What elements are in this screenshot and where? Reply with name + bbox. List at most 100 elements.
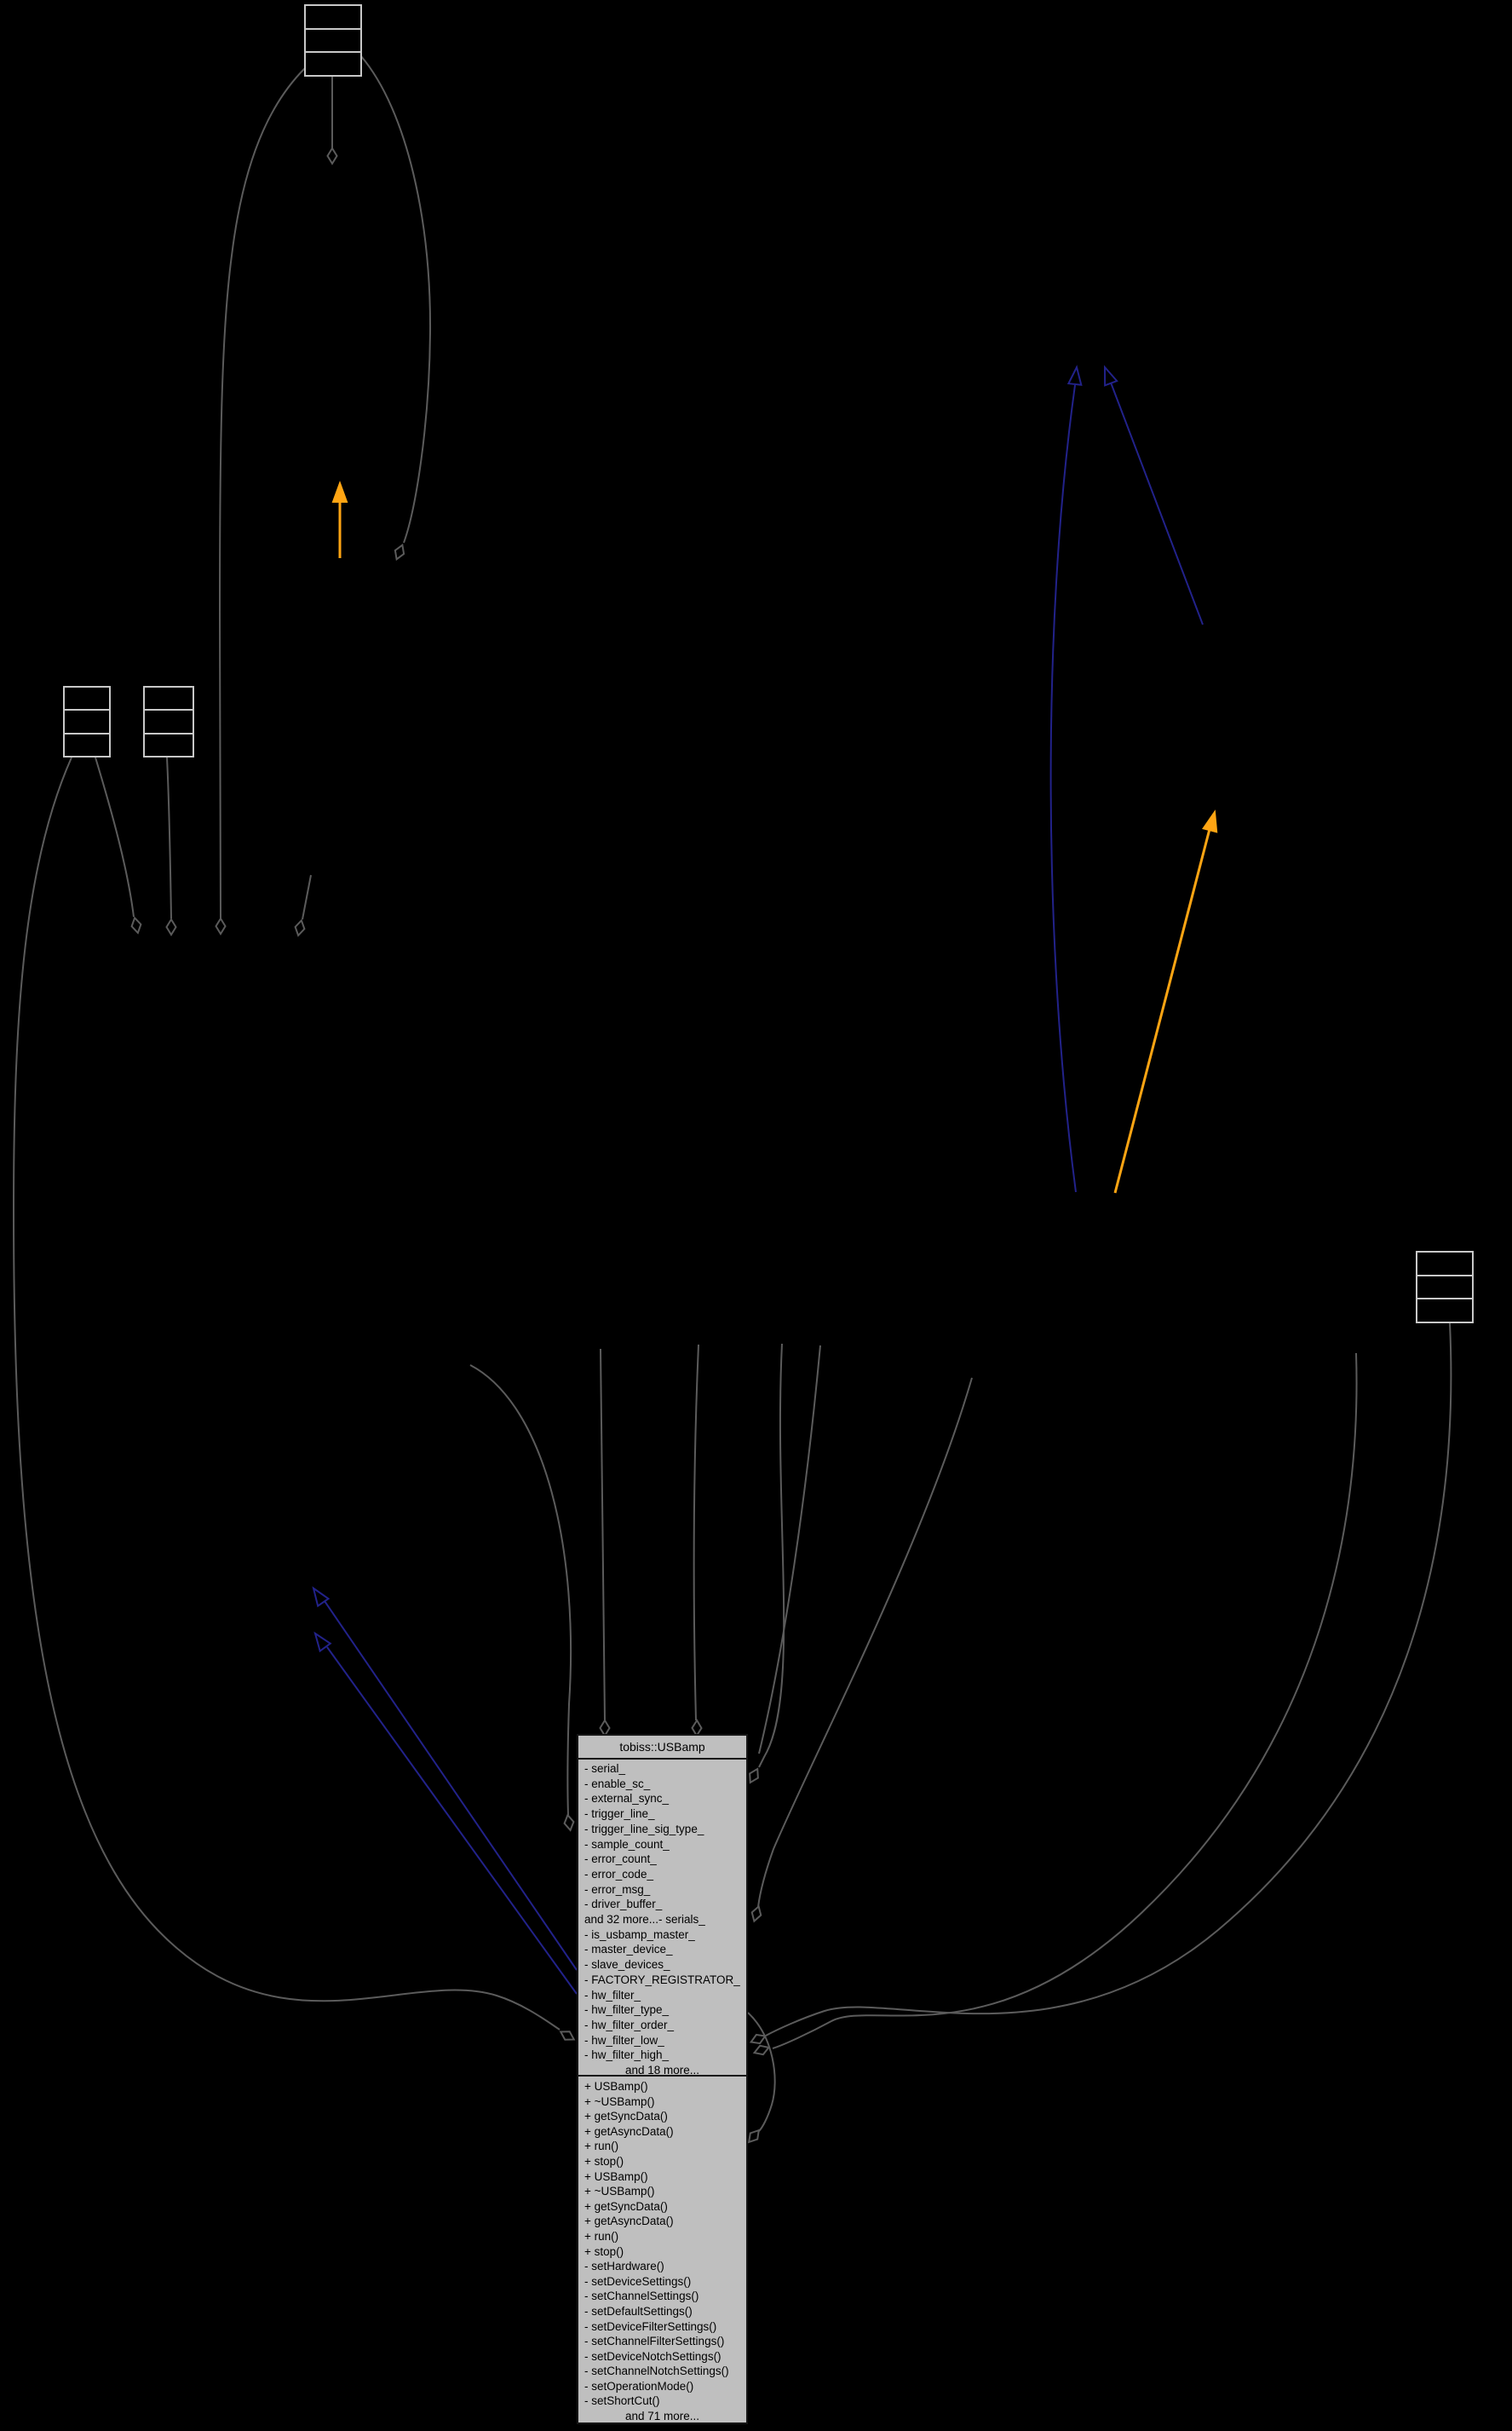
class-member-row: + stop() (584, 2154, 624, 2168)
aggregation-edge (302, 874, 312, 920)
class-member-row: - FACTORY_REGISTRATOR_ (584, 1973, 740, 1986)
class-member-row: + ~USBamp() (584, 2185, 655, 2198)
aggregation-edge (218, 67, 306, 919)
aggregation-edge (600, 1348, 606, 1721)
inheritance-arrowhead-icon (1066, 365, 1083, 386)
aggregation-edge (693, 1344, 699, 1721)
class-member-row: + USBamp() (584, 2080, 648, 2093)
inheritance-arrowhead-icon (1103, 365, 1118, 387)
aggregation-edge (166, 757, 172, 919)
class-member-row: + stop() (584, 2244, 624, 2258)
class-member-row: - setDeviceSettings() (584, 2274, 692, 2288)
class-member-row: + getSyncData() (584, 2199, 668, 2213)
class-compartment (306, 6, 360, 28)
class-compartment (1417, 1253, 1472, 1275)
class-compartment (145, 732, 193, 756)
class-member-row: and 32 more...- serials_ (584, 1913, 705, 1927)
class-member-row: - error_count_ (584, 1852, 657, 1866)
aggregation-edge (758, 1345, 821, 1754)
class-member-row: - enable_sc_ (584, 1777, 651, 1790)
aggregation-diamond-icon (749, 2033, 767, 2045)
class-member-row: - trigger_line_ (584, 1807, 655, 1821)
class-member-row: - sample_count_ (584, 1837, 670, 1851)
inheritance-edge (324, 1600, 578, 1971)
class-member-row: + run() (584, 2229, 619, 2243)
aggregation-diamond-icon (563, 1813, 575, 1832)
aggregation-diamond-icon (752, 2044, 771, 2056)
related-class-node-right[interactable] (1416, 1251, 1474, 1323)
class-member-row: - slave_devices_ (584, 1958, 670, 1972)
aggregation-diamond-icon (130, 916, 142, 935)
related-class-node-top[interactable] (304, 4, 362, 77)
class-member-row: - serial_ (584, 1762, 626, 1775)
aggregation-diamond-icon (749, 1767, 759, 1784)
aggregation-edge (772, 1352, 1358, 2049)
inheritance-edge (326, 1646, 578, 1995)
class-member-row: - hw_filter_order_ (584, 2018, 675, 2031)
class-member-row: + ~USBamp() (584, 2094, 655, 2108)
aggregation-diamond-icon (294, 919, 306, 937)
class-member-row: - error_code_ (584, 1867, 654, 1881)
class-member-row: - hw_filter_low_ (584, 2033, 664, 2047)
class-compartment (1417, 1298, 1472, 1322)
related-class-node-left-2[interactable] (143, 686, 194, 758)
aggregation-diamond-icon (750, 1904, 762, 1923)
class-compartment (65, 732, 109, 756)
class-member-row: - master_device_ (584, 1943, 673, 1956)
aggregation-diamond-icon (691, 1719, 703, 1737)
template-relation-arrowhead-icon (1202, 809, 1218, 833)
inheritance-edge (1049, 384, 1077, 1193)
class-member-row: - hw_filter_type_ (584, 2003, 670, 2017)
class-member-row: + run() (584, 2140, 619, 2153)
class-compartment (145, 709, 193, 732)
class-compartment (65, 688, 109, 709)
class-member-row: - setOperationMode() (584, 2379, 694, 2393)
class-member-row: - setHardware() (584, 2260, 664, 2273)
class-methods-compartment: + USBamp()+ ~USBamp()+ getSyncData()+ ge… (578, 2077, 746, 2424)
class-member-row: - hw_filter_high_ (584, 2048, 670, 2062)
class-member-row: + getAsyncData() (584, 2124, 674, 2138)
class-title: tobiss::USBamp (578, 1736, 746, 1760)
class-member-row: - setChannelSettings() (584, 2290, 699, 2303)
template-relation-arrowhead-icon (331, 481, 348, 503)
class-attributes-compartment: - serial_- enable_sc_- external_sync_- t… (578, 1760, 746, 2077)
class-compartment (145, 688, 193, 709)
aggregation-edge (360, 55, 432, 544)
aggregation-edge (469, 1364, 572, 1816)
aggregation-diamond-icon (394, 543, 405, 562)
aggregation-edge (747, 2012, 776, 2132)
class-compartment (306, 51, 360, 75)
related-class-node-left-1[interactable] (63, 686, 111, 758)
class-member-row: - setChannelFilterSettings() (584, 2335, 725, 2348)
class-member-row: - setChannelNotchSettings() (584, 2365, 729, 2378)
aggregation-diamond-icon (165, 918, 177, 936)
aggregation-edge (758, 1343, 785, 1768)
aggregation-diamond-icon (215, 917, 227, 936)
aggregation-diamond-icon (326, 147, 338, 165)
class-member-row: - setDefaultSettings() (584, 2304, 693, 2318)
class-member-row: + USBamp() (584, 2169, 648, 2183)
methods-more-label: and 71 more... (624, 2410, 700, 2423)
class-compartment (306, 27, 360, 52)
attributes-more-label: and 18 more... (624, 2064, 700, 2077)
class-node-tobiss-usbamp[interactable]: tobiss::USBamp - serial_- enable_sc_- ex… (577, 1734, 748, 2424)
class-member-row: - setShortCut() (584, 2394, 660, 2408)
aggregation-edge (765, 1322, 1452, 2036)
class-member-row: - setDeviceFilterSettings() (584, 2319, 717, 2333)
aggregation-edge (12, 757, 561, 2031)
class-member-row: - setDeviceNotchSettings() (584, 2349, 722, 2363)
class-member-row: - hw_filter_ (584, 1988, 641, 2002)
inheritance-edge (1110, 382, 1204, 625)
class-member-row: + getAsyncData() (584, 2215, 674, 2228)
inheritance-arrowhead-icon (312, 1586, 331, 1608)
class-member-row: + getSyncData() (584, 2110, 668, 2123)
inheritance-arrowhead-icon (313, 1631, 332, 1653)
class-member-row: - trigger_line_sig_type_ (584, 1822, 704, 1835)
class-member-row: - error_msg_ (584, 1882, 651, 1896)
class-compartment (65, 709, 109, 732)
aggregation-diamond-icon (747, 2129, 761, 2144)
aggregation-diamond-icon (559, 2031, 576, 2041)
template-relation-edge (1113, 828, 1211, 1194)
